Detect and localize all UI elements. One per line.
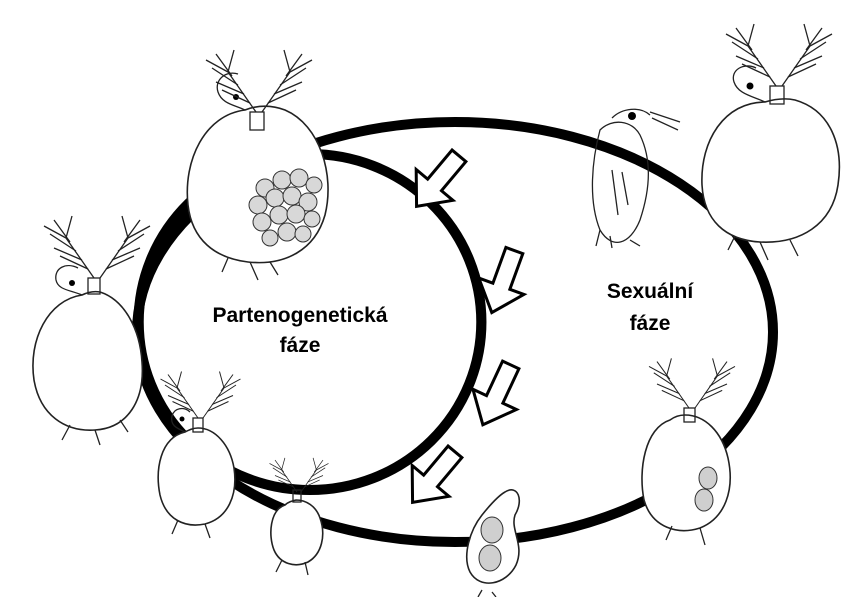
daphnia-with-resting-eggs-icon xyxy=(642,358,735,545)
daphnia-with-eggs-icon xyxy=(187,50,328,280)
ephippium-icon xyxy=(467,490,520,597)
parthenogenetic-phase-label-line2: fáze xyxy=(280,334,321,357)
daphnia-left-icon xyxy=(33,216,150,445)
sexual-phase-label-line2: fáze xyxy=(630,312,671,335)
daphnia-top-right-icon xyxy=(702,24,839,260)
cycle-arrow-4 xyxy=(394,436,473,517)
parthenogenetic-phase-label: Partenogenetická xyxy=(212,304,387,327)
sexual-phase-label: Sexuální xyxy=(607,280,695,303)
daphnia-juvenile-icon xyxy=(270,458,329,575)
daphnia-small-bottom-left-icon xyxy=(158,372,240,539)
